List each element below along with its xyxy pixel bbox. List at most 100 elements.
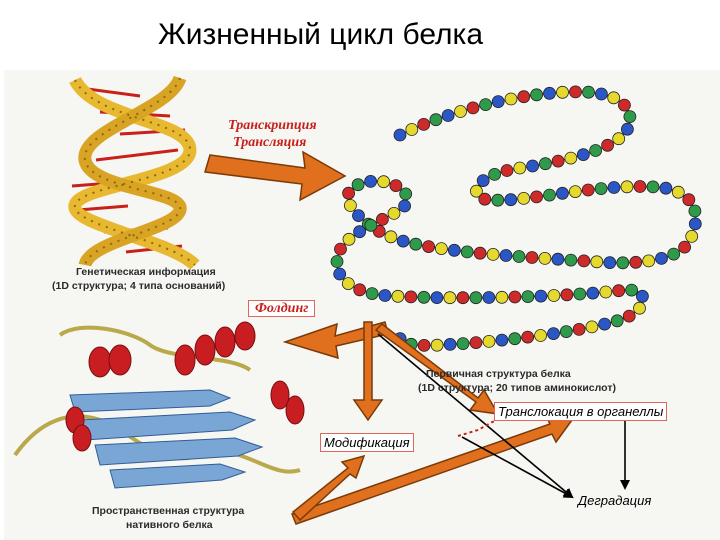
- amino-acid-bead: [586, 286, 600, 300]
- amino-acid-bead: [398, 199, 412, 213]
- amino-acid-bead: [409, 237, 423, 251]
- amino-acid-bead: [610, 314, 624, 328]
- amino-acid-bead: [512, 250, 526, 263]
- amino-acid-bead: [629, 255, 643, 269]
- amino-acid-bead: [534, 329, 547, 342]
- folding-label: Фолдинг: [248, 300, 316, 317]
- amino-acid-bead: [556, 85, 569, 99]
- amino-acid-bead: [454, 105, 467, 118]
- amino-acid-bead: [642, 254, 656, 268]
- amino-acid-bead: [603, 256, 617, 270]
- amino-acid-bead: [577, 254, 591, 268]
- slide-title: Жизненный цикл белка: [158, 18, 484, 51]
- amino-acid-bead: [387, 206, 401, 220]
- amino-acid-bead: [500, 164, 514, 177]
- amino-acid-bead: [341, 277, 355, 291]
- amino-acid-bead: [612, 132, 626, 146]
- degradation-label: Деградация: [578, 493, 652, 508]
- amino-acid-bead: [607, 181, 621, 194]
- amino-acid-bead: [508, 290, 522, 304]
- amino-acid-bead: [612, 284, 626, 298]
- amino-acid-bead: [526, 159, 539, 173]
- amino-acid-bead: [378, 289, 392, 302]
- amino-acid-bead: [396, 234, 410, 248]
- amino-acid-bead: [469, 291, 483, 305]
- amino-acid-bead: [491, 193, 505, 207]
- amino-acid-bead: [598, 317, 611, 331]
- amino-acid-bead: [659, 181, 673, 195]
- amino-acid-bead: [352, 209, 365, 223]
- amino-acid-bead: [365, 287, 379, 301]
- amino-acid-bead: [688, 204, 702, 218]
- amino-acid-bead: [375, 212, 389, 226]
- transcription-label: Транскрипция: [228, 118, 317, 133]
- native-structure-caption-line1: Пространственная структура: [92, 505, 245, 517]
- amino-acid-bead: [353, 225, 367, 239]
- amino-acid-bead: [543, 86, 556, 100]
- amino-acid-bead: [504, 92, 518, 106]
- amino-acid-bead: [343, 199, 357, 212]
- translation-label: Трансляция: [233, 135, 307, 150]
- amino-acid-bead: [417, 118, 431, 131]
- primary-structure-caption-line2: (1D структура; 20 типов аминокислот): [418, 382, 616, 394]
- amino-acid-bead: [621, 122, 634, 136]
- amino-acid-bead: [430, 291, 444, 305]
- amino-acid-bead: [476, 174, 490, 188]
- amino-acid-bead: [342, 186, 356, 200]
- translocation-arrow: [374, 323, 500, 415]
- amino-acid-bead: [620, 180, 634, 194]
- amino-acid-bead: [482, 291, 496, 304]
- amino-acid-bead: [447, 243, 461, 257]
- modification-label: Модификация: [320, 433, 414, 452]
- amino-acid-bead: [364, 174, 378, 188]
- amino-acid-bead: [682, 193, 696, 207]
- amino-acid-bead: [594, 182, 608, 196]
- amino-acid-bead: [564, 151, 578, 165]
- amino-acid-bead: [636, 289, 649, 303]
- amino-acid-bead: [478, 192, 492, 206]
- amino-acid-bead: [521, 330, 535, 344]
- amino-acid-bead: [513, 161, 527, 175]
- amino-acid-bead: [488, 167, 502, 181]
- amino-acid-bead: [685, 229, 699, 243]
- amino-acid-bead: [456, 291, 470, 305]
- amino-acid-bead: [434, 242, 448, 256]
- amino-acid-bead: [595, 87, 608, 101]
- amino-acid-bead: [671, 185, 685, 199]
- amino-acid-bead: [521, 290, 535, 304]
- amino-acid-bead: [499, 249, 513, 262]
- amino-acid-bead: [534, 289, 548, 303]
- amino-acid-bead: [538, 251, 552, 265]
- amino-acid-bead: [547, 289, 561, 302]
- amino-acid-bead: [399, 187, 413, 201]
- amino-acid-bead: [556, 186, 569, 200]
- amino-acid-bead: [443, 337, 457, 351]
- amino-acid-bead: [333, 267, 347, 281]
- amino-acid-bead: [460, 245, 474, 259]
- amino-acid-bead: [655, 251, 668, 265]
- amino-acid-bead: [405, 123, 419, 136]
- amino-acid-bead: [622, 309, 636, 323]
- amino-acid-chain-icon: [330, 85, 702, 352]
- amino-acid-bead: [633, 180, 647, 193]
- amino-acid-bead: [469, 336, 483, 350]
- amino-acid-bead: [576, 148, 590, 162]
- amino-acid-bead: [601, 138, 614, 152]
- amino-acid-bead: [469, 184, 483, 198]
- amino-acid-bead: [495, 333, 509, 347]
- amino-acid-bead: [543, 188, 556, 202]
- degradation-lines: [377, 333, 630, 499]
- amino-acid-bead: [495, 290, 509, 304]
- amino-acid-bead: [517, 90, 531, 104]
- amino-acid-bead: [688, 217, 702, 231]
- amino-acid-bead: [417, 290, 431, 304]
- amino-acid-bead: [334, 242, 347, 256]
- amino-acid-bead: [417, 338, 431, 352]
- transcription-arrow: [204, 150, 347, 202]
- amino-acid-bead: [456, 337, 470, 351]
- native-protein-ribbon-icon: [13, 321, 305, 489]
- translocation-label: Транслокация в органеллы: [494, 402, 668, 421]
- amino-acid-bead: [429, 113, 443, 127]
- amino-acid-bead: [443, 291, 457, 305]
